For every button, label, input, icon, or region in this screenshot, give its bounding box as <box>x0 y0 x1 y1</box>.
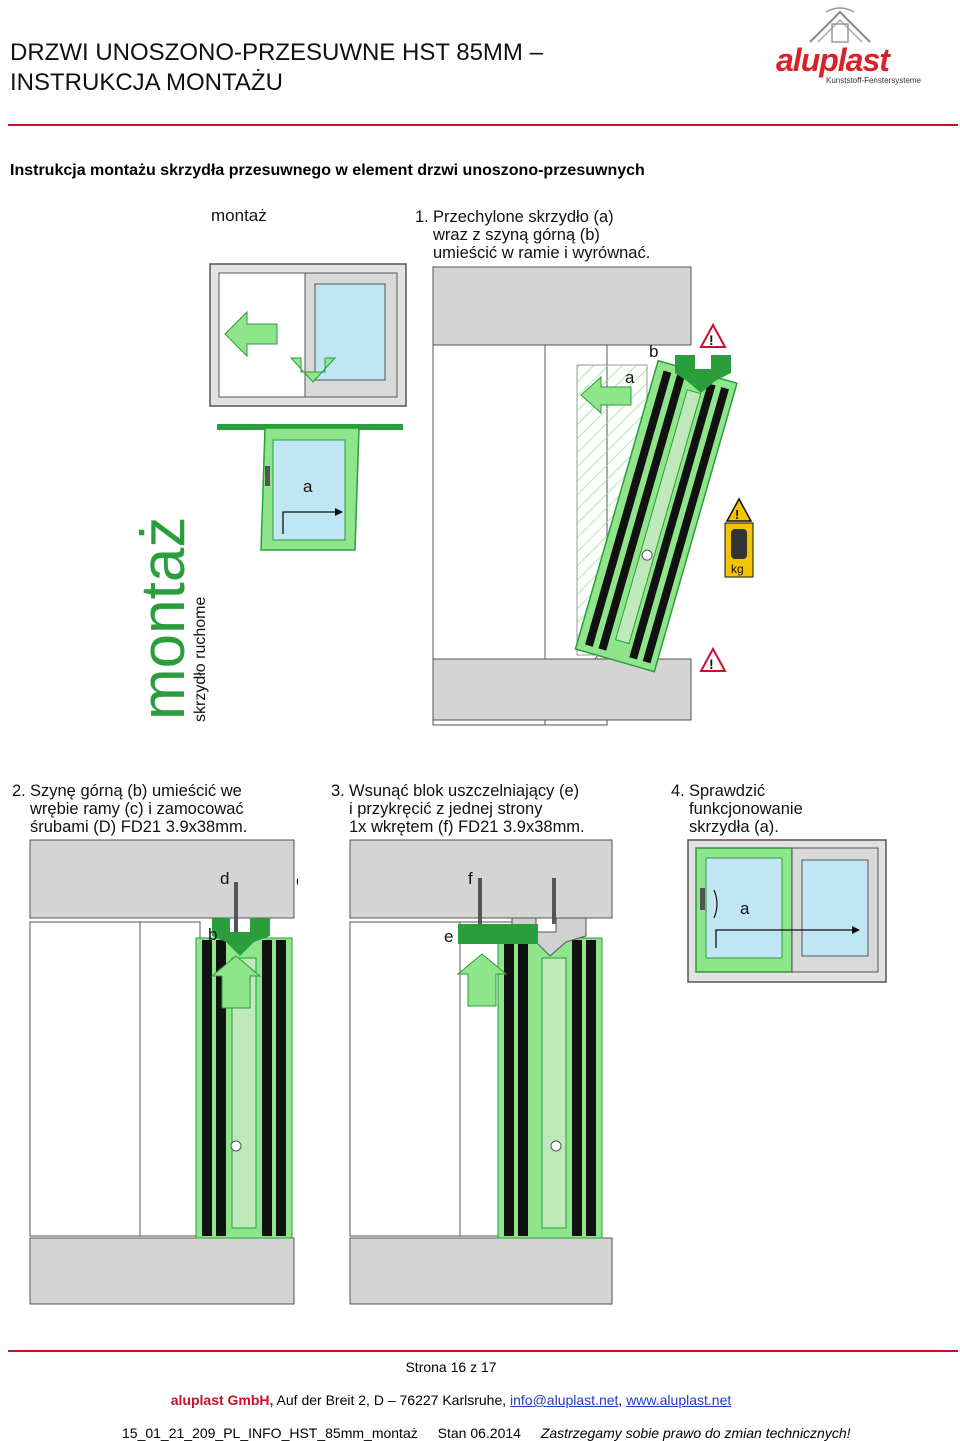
svg-text:!: ! <box>735 507 739 522</box>
front-view-diagram: a <box>209 263 407 551</box>
warning-icon-weight <box>725 497 753 522</box>
step-4-diagram: a <box>687 839 887 983</box>
step-3-diagram: f e <box>349 839 613 1305</box>
step-2-line-1: Szynę górną (b) umieścić we <box>30 782 242 800</box>
stan-date: Stan 06.2014 <box>437 1425 521 1441</box>
step-4-line-1: Sprawdzić <box>689 782 766 800</box>
website-link[interactable]: www.aluplast.net <box>626 1392 732 1408</box>
step-3-line-2: i przykręcić z jednej strony <box>349 800 543 818</box>
step-4-line-3: skrzydła (a). <box>689 818 779 836</box>
step-2: 2. Szynę górną (b) umieścić we wrębie ra… <box>12 782 312 836</box>
svg-text:!: ! <box>709 656 714 672</box>
link-separator: , <box>618 1392 627 1408</box>
label-d: d <box>220 869 229 888</box>
company-line: aluplast GmbH, Auf der Breit 2, D – 7622… <box>0 1392 902 1408</box>
label-c: c <box>296 871 298 890</box>
step-3: 3. Wsunąć blok uszczelniający (e) i przy… <box>331 782 651 836</box>
company-address: Auf der Breit 2, D – 76227 Karlsruhe, <box>273 1392 511 1408</box>
step-3-number: 3. <box>331 782 345 800</box>
step-1: 1. Przechylone skrzydło (a) wraz z szyną… <box>415 208 715 262</box>
step-4-line-2: funkcjonowanie <box>689 800 803 818</box>
header-divider <box>8 124 958 126</box>
label-f: f <box>468 869 473 888</box>
montaz-label: montaż <box>211 206 267 225</box>
footer-meta: 15_01_21_209_PL_INFO_HST_85mm_montaż Sta… <box>122 1425 867 1441</box>
step-1-line-3: umieścić w ramie i wyrównać. <box>433 244 651 262</box>
footer-divider <box>8 1350 958 1352</box>
logo-text: aluplast <box>776 42 890 78</box>
step-2-line-2: wrębie ramy (c) i zamocować <box>30 800 244 818</box>
step-2-diagram: d c b <box>29 839 298 1305</box>
label-kg: kg <box>731 562 744 576</box>
step-2-number: 2. <box>12 782 26 800</box>
logo-house-icon <box>809 7 871 43</box>
vertical-subtitle: skrzydło ruchome <box>192 596 209 722</box>
label-b: b <box>208 925 217 944</box>
warning-icon-top <box>699 322 727 348</box>
logo-subtext: Kunststoff-Fenstersysteme <box>826 76 921 85</box>
company-name: aluplast GmbH, <box>170 1392 274 1408</box>
page-number: Strona 16 z 17 <box>405 1359 497 1375</box>
label-a-step4: a <box>740 899 750 918</box>
label-a-front: a <box>303 477 313 496</box>
document-title: DRZWI UNOSZONO-PRZESUWNE HST 85MM – INST… <box>10 38 543 98</box>
step-4: 4. Sprawdzić funkcjonowanie skrzydła (a)… <box>671 782 891 836</box>
step-3-line-3: 1x wkrętem (f) FD21 3.9x38mm. <box>349 818 585 836</box>
svg-text:!: ! <box>709 332 714 348</box>
step-1-line-2: wraz z szyną górną (b) <box>433 226 600 244</box>
disclaimer: Zastrzegamy sobie prawo do zmian technic… <box>540 1425 851 1441</box>
step-1-number: 1. <box>415 208 429 226</box>
email-link[interactable]: info@aluplast.net <box>510 1392 619 1408</box>
label-a-section: a <box>625 368 635 387</box>
section-view-diagram: b a ! ! ! kg <box>432 266 754 726</box>
step-4-number: 4. <box>671 782 685 800</box>
warning-icon-bottom <box>699 646 727 672</box>
label-b-section: b <box>649 342 658 361</box>
step-2-line-3: śrubami (D) FD21 3.9x38mm. <box>30 818 248 836</box>
title-line-2: INSTRUKCJA MONTAŻU <box>10 69 283 96</box>
step-3-line-1: Wsunąć blok uszczelniający (e) <box>349 782 580 800</box>
label-e: e <box>444 927 453 946</box>
doc-id: 15_01_21_209_PL_INFO_HST_85mm_montaż <box>122 1425 418 1441</box>
title-line-1: DRZWI UNOSZONO-PRZESUWNE HST 85MM – <box>10 39 543 66</box>
vertical-title: montaż <box>129 516 198 720</box>
section-subtitle: Instrukcja montażu skrzydła przesuwnego … <box>10 162 645 179</box>
step-1-line-1: Przechylone skrzydło (a) <box>433 208 614 226</box>
